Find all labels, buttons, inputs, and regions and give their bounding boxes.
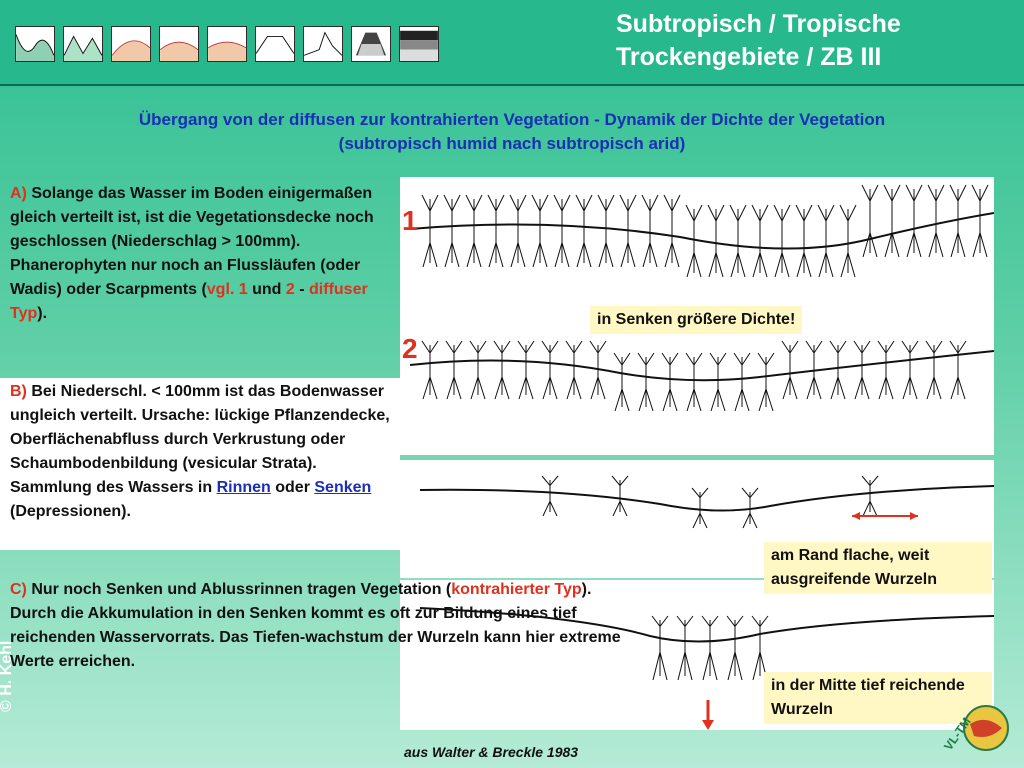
plant-shape bbox=[730, 205, 746, 277]
plant-shape bbox=[862, 185, 878, 257]
plant-shape bbox=[796, 205, 812, 277]
source-citation: aus Walter & Breckle 1983 bbox=[404, 744, 578, 760]
plant-shape bbox=[840, 205, 856, 277]
plant-shape bbox=[542, 341, 558, 399]
plant-shape bbox=[830, 341, 846, 399]
plant-shape bbox=[444, 195, 460, 267]
plant-shape bbox=[854, 341, 870, 399]
rinnen-link[interactable]: Rinnen bbox=[217, 479, 271, 496]
zonobiome-icon-strip bbox=[15, 26, 439, 62]
zb3-icon bbox=[111, 26, 151, 62]
plant-shape bbox=[488, 195, 504, 267]
block-a-end: ). bbox=[37, 305, 47, 322]
plant-shape bbox=[702, 616, 718, 680]
block-c-text1: Nur noch Senken und Ablussrinnen tragen … bbox=[27, 581, 451, 598]
plant-shape bbox=[422, 341, 438, 399]
block-b-letter: B) bbox=[10, 383, 27, 400]
plant-shape bbox=[708, 205, 724, 277]
plant-shape bbox=[510, 195, 526, 267]
zb6-icon bbox=[255, 26, 295, 62]
block-c-type: kontrahierter Typ bbox=[451, 581, 581, 598]
subtitle-line-1: Übergang von der diffusen zur kontrahier… bbox=[20, 108, 1004, 132]
panel-number-2: 2 bbox=[402, 333, 418, 365]
subtitle-line-2: (subtropisch humid nach subtropisch arid… bbox=[20, 132, 1004, 156]
zb1-icon bbox=[15, 26, 55, 62]
plant-shape bbox=[638, 353, 654, 411]
plant-shape bbox=[758, 353, 774, 411]
plant-shape bbox=[652, 616, 668, 680]
text-block-b: B) Bei Niederschl. < 100mm ist das Boden… bbox=[0, 378, 400, 550]
plant-shape bbox=[532, 195, 548, 267]
block-a-dash: - bbox=[295, 281, 309, 298]
plant-shape bbox=[518, 341, 534, 399]
plant-shape bbox=[710, 353, 726, 411]
plant-shape bbox=[642, 195, 658, 267]
plant-shape bbox=[884, 185, 900, 257]
plant-shape bbox=[677, 616, 693, 680]
plant-shape bbox=[902, 341, 918, 399]
plant-shape bbox=[466, 195, 482, 267]
plant-shape bbox=[422, 195, 438, 267]
text-block-c: C) Nur noch Senken und Ablussrinnen trag… bbox=[10, 578, 630, 674]
block-a-ref1: vgl. 1 bbox=[207, 281, 248, 298]
plant-shape bbox=[554, 195, 570, 267]
plant-shape bbox=[446, 341, 462, 399]
plant-shape bbox=[774, 205, 790, 277]
plant-shape bbox=[734, 353, 750, 411]
plant-shape bbox=[752, 205, 768, 277]
plant-shape bbox=[950, 341, 966, 399]
plant-shape bbox=[972, 185, 988, 257]
zb7-icon bbox=[303, 26, 343, 62]
block-a-letter: A) bbox=[10, 185, 27, 202]
page-title: Subtropisch / Tropische Trockengebiete /… bbox=[616, 8, 996, 74]
note-senken-dichte: in Senken größere Dichte! bbox=[590, 306, 802, 334]
header-bar: Subtropisch / Tropische Trockengebiete /… bbox=[0, 0, 1024, 86]
zb9-icon bbox=[399, 26, 439, 62]
zb4-icon bbox=[159, 26, 199, 62]
title-line-1: Subtropisch / Tropische bbox=[616, 8, 996, 41]
text-block-a: A) Solange das Wasser im Boden einigerma… bbox=[10, 182, 405, 326]
plant-shape bbox=[576, 195, 592, 267]
plant-shape bbox=[542, 476, 558, 516]
plant-shape bbox=[614, 353, 630, 411]
plant-shape bbox=[598, 195, 614, 267]
diagram-panel-1 bbox=[400, 177, 994, 325]
plant-shape bbox=[928, 185, 944, 257]
plant-shape bbox=[906, 185, 922, 257]
slide-subtitle: Übergang von der diffusen zur kontrahier… bbox=[20, 108, 1004, 156]
block-a-ref2: 2 bbox=[286, 281, 295, 298]
plant-shape bbox=[612, 476, 628, 516]
vl-tm-logo: VL-TM bbox=[930, 694, 1010, 764]
plant-shape bbox=[662, 353, 678, 411]
block-b-mid: oder bbox=[271, 479, 315, 496]
plant-shape bbox=[926, 341, 942, 399]
plant-shape bbox=[692, 488, 708, 528]
plant-shape bbox=[818, 205, 834, 277]
plant-shape bbox=[566, 341, 582, 399]
zb2-icon bbox=[63, 26, 103, 62]
title-line-2: Trockengebiete / ZB III bbox=[616, 41, 996, 74]
vegetation-diagram-2 bbox=[400, 325, 994, 455]
note-rand-wurzeln: am Rand flache, weit ausgreifende Wurzel… bbox=[764, 542, 992, 594]
plant-shape bbox=[752, 616, 768, 680]
zb8-icon bbox=[351, 26, 391, 62]
block-b-end: (Depressionen). bbox=[10, 503, 131, 520]
zb5-icon bbox=[207, 26, 247, 62]
block-c-letter: C) bbox=[10, 581, 27, 598]
plant-shape bbox=[664, 195, 680, 267]
plant-shape bbox=[686, 353, 702, 411]
plant-shape bbox=[727, 616, 743, 680]
plant-shape bbox=[782, 341, 798, 399]
copyright-label: © H. Kehl bbox=[0, 652, 16, 712]
panel-number-1: 1 bbox=[402, 205, 418, 237]
plant-shape bbox=[878, 341, 894, 399]
plant-shape bbox=[470, 341, 486, 399]
senken-link[interactable]: Senken bbox=[314, 479, 371, 496]
vegetation-diagram-1 bbox=[400, 177, 994, 325]
plant-shape bbox=[862, 476, 878, 516]
diagram-panel-2 bbox=[400, 325, 994, 455]
block-a-and: und bbox=[248, 281, 286, 298]
plant-shape bbox=[494, 341, 510, 399]
